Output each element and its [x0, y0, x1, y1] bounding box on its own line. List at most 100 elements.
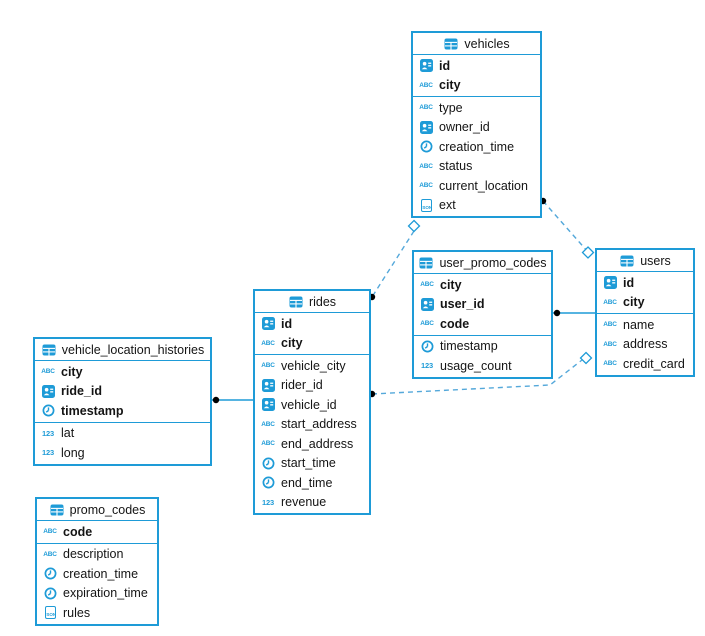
column-row[interactable]: ABC city: [35, 362, 210, 382]
column-name: code: [63, 524, 93, 539]
column-row[interactable]: JSON ext: [413, 196, 540, 216]
column-name: current_location: [439, 178, 528, 193]
column-row[interactable]: ABC city: [597, 293, 693, 313]
column-row[interactable]: user_id: [414, 295, 551, 315]
table-user-promo-codes[interactable]: user_promo_codes ABC city user_id ABC co…: [412, 250, 553, 379]
column-row[interactable]: id: [597, 273, 693, 293]
table-header[interactable]: vehicles: [413, 33, 540, 55]
column-row[interactable]: ABC description: [37, 545, 157, 565]
json-type-icon: JSON: [418, 198, 434, 212]
cardinality-dot: [553, 309, 561, 317]
table-promo-codes[interactable]: promo_codes ABC code ABC description cre…: [35, 497, 159, 626]
column-row[interactable]: id: [413, 56, 540, 76]
column-name: credit_card: [623, 356, 685, 371]
table-header[interactable]: user_promo_codes: [414, 252, 551, 274]
uuid-type-icon: [260, 317, 276, 331]
column-row[interactable]: JSON rules: [37, 603, 157, 623]
uuid-type-icon: [40, 384, 56, 398]
column-name: start_time: [281, 456, 336, 471]
column-row[interactable]: ABC start_address: [255, 415, 369, 435]
column-row[interactable]: expiration_time: [37, 584, 157, 604]
column-row[interactable]: ABC status: [413, 157, 540, 177]
column-row[interactable]: ABC type: [413, 98, 540, 118]
column-row[interactable]: ABC code: [37, 522, 157, 542]
column-name: long: [61, 445, 85, 460]
connection-user-promo-codes-users[interactable]: [552, 309, 595, 317]
column-name: rider_id: [281, 378, 323, 393]
column-row[interactable]: 123 long: [35, 443, 210, 463]
column-row[interactable]: 123 usage_count: [414, 356, 551, 376]
number-type-icon: 123: [262, 497, 274, 507]
column-row[interactable]: 123 revenue: [255, 493, 369, 513]
timestamp-type-icon: [260, 457, 276, 470]
column-row[interactable]: ABC city: [414, 275, 551, 295]
connection-vehicles-users[interactable]: [539, 197, 595, 259]
column-row[interactable]: ABC address: [597, 335, 693, 355]
text-type-icon: ABC: [419, 182, 433, 190]
connection-vehicle-location-histories-rides[interactable]: [211, 396, 253, 404]
column-row[interactable]: id: [255, 314, 369, 334]
column-row[interactable]: ABC city: [413, 76, 540, 96]
text-type-icon: ABC: [419, 81, 433, 89]
column-row[interactable]: ABC name: [597, 315, 693, 335]
column-row[interactable]: ABC city: [255, 334, 369, 354]
uuid-type-icon: [260, 398, 276, 412]
column-name: ext: [439, 198, 456, 213]
column-row[interactable]: rider_id: [255, 376, 369, 396]
number-type-icon: 123: [42, 448, 54, 458]
table-header[interactable]: rides: [255, 291, 369, 313]
table-title: users: [640, 253, 671, 268]
uuid-type-icon: [602, 276, 618, 290]
table-rides[interactable]: rides id ABC city ABC vehicle_city rider…: [253, 289, 371, 515]
column-row[interactable]: owner_id: [413, 118, 540, 138]
column-row[interactable]: start_time: [255, 454, 369, 474]
table-header[interactable]: vehicle_location_histories: [35, 339, 210, 361]
column-name: creation_time: [439, 139, 515, 154]
cardinality-diamond: [407, 219, 421, 233]
column-name: usage_count: [440, 358, 512, 373]
table-vehicles[interactable]: vehicles id ABC city ABC type owner_id: [411, 31, 542, 218]
text-type-icon: ABC: [41, 368, 55, 376]
column-row[interactable]: ABC vehicle_city: [255, 356, 369, 376]
column-row[interactable]: ABC end_address: [255, 434, 369, 454]
column-name: revenue: [281, 495, 327, 510]
timestamp-type-icon: [42, 567, 58, 580]
columns-section: 123 lat 123 long: [35, 421, 210, 464]
table-icon: [41, 344, 57, 356]
column-row[interactable]: timestamp: [414, 337, 551, 357]
column-name: city: [623, 295, 645, 310]
column-name: vehicle_city: [281, 358, 346, 373]
text-type-icon: ABC: [43, 550, 57, 558]
table-header[interactable]: promo_codes: [37, 499, 157, 521]
table-users[interactable]: users id ABC city ABC name ABC address A…: [595, 248, 695, 377]
column-row[interactable]: ABC code: [414, 314, 551, 334]
column-name: city: [440, 277, 462, 292]
column-row[interactable]: ride_id: [35, 382, 210, 402]
column-name: owner_id: [439, 120, 490, 135]
column-name: id: [439, 58, 451, 73]
column-row[interactable]: creation_time: [413, 137, 540, 157]
timestamp-type-icon: [40, 404, 56, 417]
primary-key-section: ABC city ride_id timestamp: [35, 361, 210, 422]
column-row[interactable]: vehicle_id: [255, 395, 369, 415]
column-row[interactable]: timestamp: [35, 401, 210, 421]
column-row[interactable]: 123 lat: [35, 424, 210, 444]
text-type-icon: ABC: [261, 420, 275, 428]
column-name: city: [61, 364, 83, 379]
column-row[interactable]: ABC current_location: [413, 176, 540, 196]
connection-vehicles-rides[interactable]: [368, 219, 421, 301]
column-name: status: [439, 159, 473, 174]
timestamp-type-icon: [42, 587, 58, 600]
timestamp-type-icon: [418, 140, 434, 153]
columns-section: ABC vehicle_city rider_id vehicle_id ABC…: [255, 354, 369, 513]
text-type-icon: ABC: [603, 340, 617, 348]
column-row[interactable]: ABC credit_card: [597, 354, 693, 374]
table-title: promo_codes: [69, 502, 146, 517]
column-name: start_address: [281, 417, 357, 432]
table-header[interactable]: users: [597, 250, 693, 272]
column-name: lat: [61, 426, 75, 441]
column-row[interactable]: creation_time: [37, 564, 157, 584]
table-vehicle-location-histories[interactable]: vehicle_location_histories ABC city ride…: [33, 337, 212, 466]
column-row[interactable]: end_time: [255, 473, 369, 493]
